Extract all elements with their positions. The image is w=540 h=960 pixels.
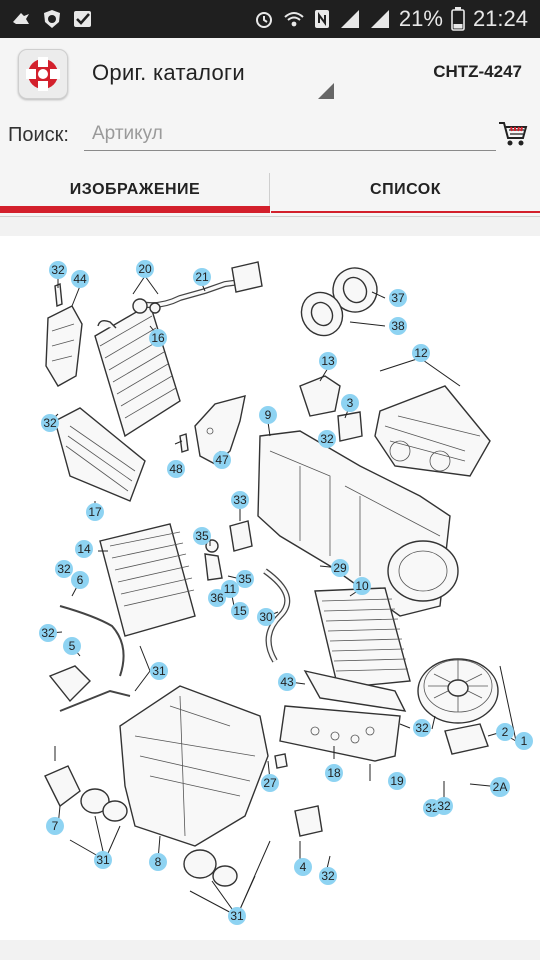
- signal-icon-2: [370, 10, 389, 28]
- callout-label: 38: [391, 319, 405, 333]
- callout-label: 3: [347, 396, 354, 410]
- callout-label: 32: [57, 562, 71, 576]
- callout-label: 35: [238, 572, 252, 586]
- article-search-input[interactable]: [84, 118, 496, 151]
- callout-label: 5: [69, 639, 76, 653]
- vehicle-code: CHTZ-4247: [433, 62, 522, 81]
- callout-label: 2A: [493, 780, 508, 794]
- part-bracket-47[interactable]: [194, 395, 246, 465]
- part-bracket[interactable]: [45, 305, 83, 387]
- callout-label: 37: [391, 291, 405, 305]
- callout-label: 48: [169, 462, 183, 476]
- callout-label: 44: [73, 272, 87, 286]
- callout-label: 11: [224, 582, 237, 596]
- callout-label: 18: [327, 766, 341, 780]
- check-icon: [74, 11, 91, 27]
- callout-label: 31: [152, 664, 166, 678]
- callout-label: 32: [41, 626, 55, 640]
- tab-divider: [269, 173, 270, 206]
- app-logo[interactable]: [18, 49, 68, 99]
- callout-label: 16: [151, 331, 165, 345]
- callout-label: 21: [195, 270, 209, 284]
- wifi-icon: [284, 12, 304, 27]
- callout-label: 30: [259, 610, 273, 624]
- alarm-icon: [255, 12, 272, 28]
- callout-label: 36: [210, 591, 224, 605]
- callout-label: 20: [138, 262, 152, 276]
- callout-label: 27: [263, 776, 277, 790]
- callout-label: 9: [265, 408, 272, 422]
- tab-image[interactable]: ИЗОБРАЖЕНИЕ: [69, 180, 201, 198]
- callout-label: 32: [320, 432, 334, 446]
- search-row: Поиск:: [0, 108, 540, 163]
- callout-label: 31: [230, 909, 244, 923]
- callout-label: 33: [233, 493, 247, 507]
- callout-label: 4: [300, 860, 307, 874]
- part-lower-housing[interactable]: [119, 685, 269, 847]
- clock: 21:24: [472, 6, 528, 31]
- battery-percent: 21%: [398, 6, 443, 31]
- notification-icon: [13, 13, 29, 24]
- callout-label: 10: [355, 579, 369, 593]
- tab-bar: ИЗОБРАЖЕНИЕ СПИСОК: [0, 163, 540, 217]
- active-tab-indicator: [0, 206, 270, 213]
- callout-label: 6: [77, 573, 84, 587]
- app-bar: Ориг. каталоги CHTZ-4247: [0, 38, 540, 109]
- callout-label: 32: [437, 799, 451, 813]
- logo-icon: [26, 57, 60, 91]
- callout-label: 32: [43, 416, 57, 430]
- cart-icon[interactable]: [498, 120, 528, 148]
- part-air-box[interactable]: [374, 385, 491, 477]
- callout-label: 31: [96, 853, 110, 867]
- battery-icon: [451, 7, 465, 31]
- nfc-icon: [314, 10, 329, 28]
- part-heater-matrix[interactable]: [99, 523, 196, 637]
- callout-label: 32: [415, 721, 429, 735]
- tab-underline: [271, 211, 540, 213]
- callout-label: 2: [502, 725, 509, 739]
- callout-label: 14: [77, 542, 91, 556]
- tab-list[interactable]: СПИСОК: [370, 180, 441, 198]
- part-cover-plate[interactable]: [279, 705, 401, 762]
- callout-label: 1: [521, 734, 528, 748]
- search-label: Поиск:: [8, 124, 69, 146]
- callout-label: 8: [155, 855, 162, 869]
- dropdown-arrow-icon[interactable]: [318, 83, 334, 99]
- callout-label: 32: [321, 869, 335, 883]
- catalog-title[interactable]: Ориг. каталоги: [92, 60, 245, 85]
- parts-diagram[interactable]: 32 44 20 21 37 38 16 13 12 32 3 9 32 48 …: [0, 236, 540, 940]
- callout-label: 12: [414, 346, 428, 360]
- callout-label: 47: [215, 453, 229, 467]
- callout-label: 35: [195, 529, 209, 543]
- callout-labels[interactable]: 32 44 20 21 37 38 16 13 12 32 3 9 32 48 …: [39, 260, 533, 925]
- callout-label: 15: [233, 604, 247, 618]
- callout-label: 43: [280, 675, 294, 689]
- status-bar: 21% 21:24: [0, 0, 540, 38]
- callout-label: 29: [333, 561, 347, 575]
- callout-label: 7: [52, 819, 59, 833]
- callout-label: 13: [321, 354, 335, 368]
- signal-icon: [340, 10, 359, 28]
- exploded-view-drawing[interactable]: 32 44 20 21 37 38 16 13 12 32 3 9 32 48 …: [0, 236, 540, 940]
- app-icon: [44, 10, 60, 28]
- callout-label: 19: [390, 774, 404, 788]
- callout-label: 32: [51, 263, 65, 277]
- callout-label: 17: [88, 505, 102, 519]
